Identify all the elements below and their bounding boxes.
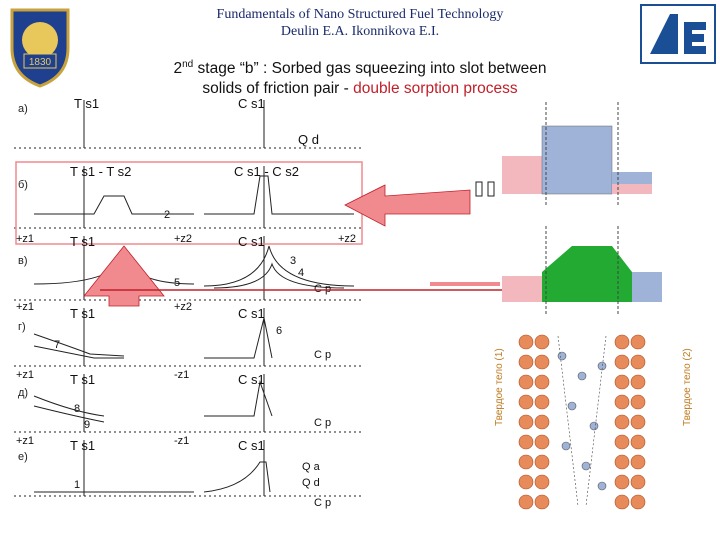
row-label-a: a) (18, 103, 28, 115)
row-label-f: е) (18, 451, 28, 463)
axis-pz2-c: +z2 (174, 301, 192, 313)
curve-num-6: 6 (276, 325, 282, 337)
axis-cp-f: C p (314, 497, 331, 509)
row-label-b: б) (18, 179, 28, 191)
curve-num-3: 3 (290, 255, 296, 267)
slide-subtitle: 2nd stage “b” : Sorbed gas squeezing int… (110, 55, 610, 99)
subtitle-stage: stage “b” : Sorbed gas squeezing into sl… (193, 60, 547, 78)
subtitle-prefix: 2 (173, 60, 183, 78)
curve-num-2: 2 (164, 209, 170, 221)
axis-cs-f: C s1 (238, 438, 265, 453)
curve-num-7: 7 (54, 339, 60, 351)
axis-pz2-b: +z2 (174, 233, 192, 245)
curve-num-9: 9 (84, 419, 90, 431)
axis-cs-c: C s1 (238, 234, 265, 249)
diagram-grid: a) б) в) г) д) е) T s1 C s1 Q d T s1 - T… (14, 96, 364, 509)
axis-qd-a: Q d (298, 132, 319, 147)
axis-ts-d: T s1 (70, 306, 95, 321)
axis-ts-a: T s1 (74, 96, 99, 111)
curve-num-1: 1 (74, 479, 80, 491)
axis-pz1-b: +z1 (16, 233, 34, 245)
title-line-1: Fundamentals of Nano Structured Fuel Tec… (216, 7, 504, 22)
institution-logo-icon (640, 4, 716, 64)
subtitle-sup: nd (182, 59, 194, 70)
subtitle-line2: solids of friction pair - (202, 80, 354, 98)
curve-num-4: 4 (298, 267, 304, 279)
axis-pz1-c: +z1 (16, 301, 34, 313)
body2-label: Твердое тело (2) (682, 348, 693, 426)
header-title: Fundamentals of Nano Structured Fuel Tec… (150, 6, 570, 40)
axis-mz1-d: -z1 (174, 369, 189, 381)
row-label-e: д) (18, 387, 28, 399)
crest-year: 1830 (29, 57, 52, 68)
curve-num-5: 5 (174, 277, 180, 289)
curve-num-8: 8 (74, 403, 80, 415)
axis-qa-f: Q a (302, 461, 321, 473)
up-arrow-icon (83, 245, 165, 307)
title-line-2: Deulin E.A. Ikonnikova E.I. (280, 24, 440, 39)
atomic-diagram: Твердое тело (1) Твердое тело (2) (494, 102, 693, 510)
axis-ts-e: T s1 (70, 372, 95, 387)
body1-label: Твердое тело (1) (494, 348, 505, 426)
axis-cs-b: C s1 - C s2 (234, 164, 299, 179)
subtitle-highlight: double sorption process (353, 80, 518, 98)
axis-cs-a: C s1 (238, 96, 265, 111)
axis-cp-e: C p (314, 417, 331, 429)
axis-cp-c: C p (314, 283, 331, 295)
axis-cs-e: C s1 (238, 372, 265, 387)
axis-pz1-d: +z1 (16, 369, 34, 381)
axis-cs-d: C s1 (238, 306, 265, 321)
axis-ts-c: T s1 (70, 234, 95, 249)
axis-mz1-e: -z1 (174, 435, 189, 447)
axis-pz2-b-right: +z2 (338, 233, 356, 245)
axis-pz1-e: +z1 (16, 435, 34, 447)
axis-cp-d: C p (314, 349, 331, 361)
axis-ts-f: T s1 (70, 438, 95, 453)
row-label-d: г) (18, 321, 26, 333)
axis-ts-b: T s1 - T s2 (70, 164, 131, 179)
axis-qd-f: Q d (302, 477, 320, 489)
university-crest-icon: 1830 (10, 8, 70, 88)
row-label-c: в) (18, 255, 28, 267)
